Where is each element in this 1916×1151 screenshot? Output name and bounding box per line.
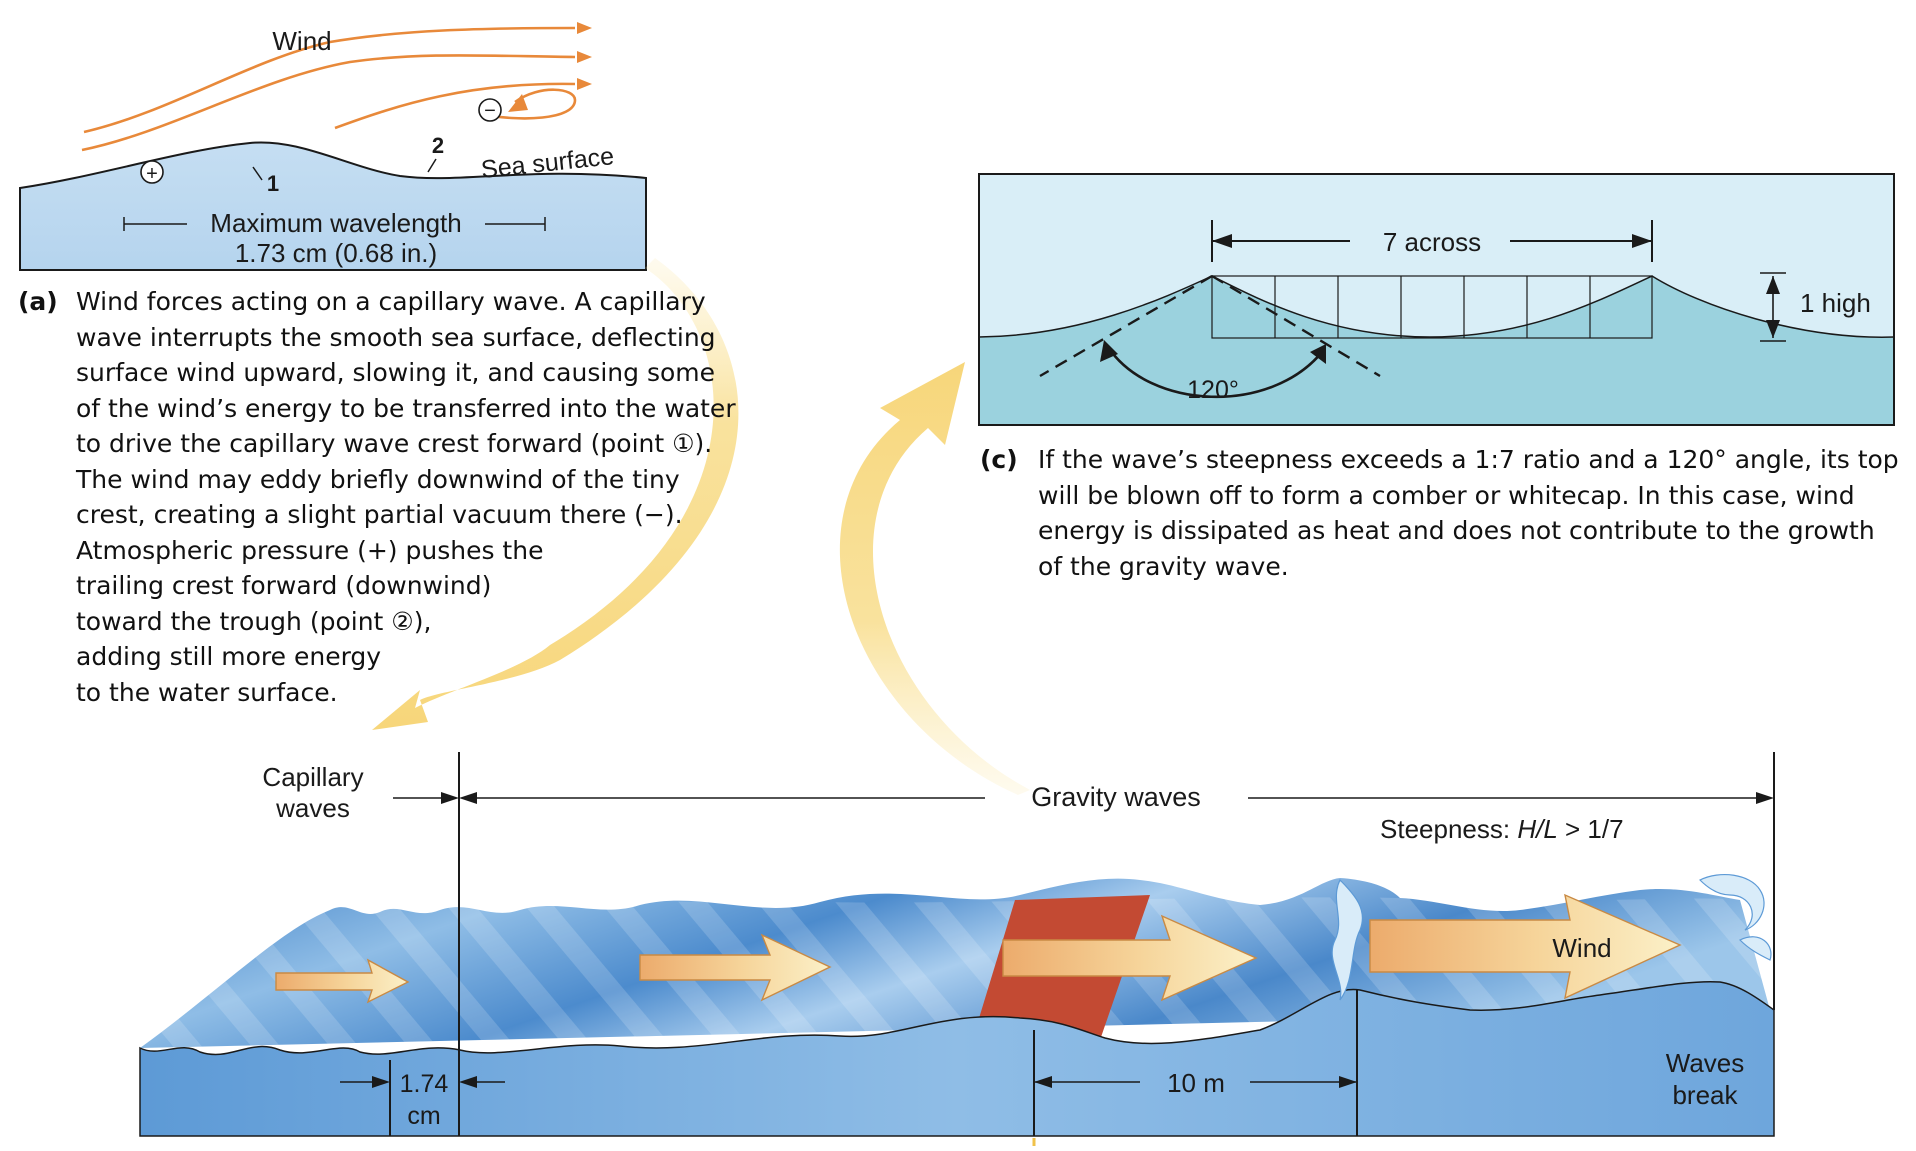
wind-streamlines — [81, 26, 577, 152]
angle-arc — [1106, 346, 1324, 399]
caption-c-line: energy is dissipated as heat and does no… — [1038, 516, 1875, 545]
large-wavelength-label: 10 m — [1167, 1068, 1225, 1098]
caption-a-tag: (a) — [18, 287, 58, 316]
point-1-label: 1 — [267, 171, 279, 196]
wind-arrow-small-icon — [275, 958, 410, 1004]
caption-a-line: of the wind’s energy to be transferred i… — [76, 393, 736, 423]
point-1-leader — [252, 166, 263, 181]
wind-arrow-medium-icon — [639, 933, 832, 1002]
across-arrow-right-icon — [1632, 234, 1652, 248]
plus-symbol: + — [146, 163, 158, 185]
caption-a-line: toward the trough (point ②), — [76, 606, 432, 636]
panel-b-wind-label: Wind — [1552, 933, 1611, 963]
panel-c-frame — [978, 173, 1895, 426]
small-wavelength-line1: 1.74 — [400, 1070, 449, 1098]
angle-arrow-left-icon — [1100, 340, 1118, 362]
panel-c-surface-line — [978, 275, 1895, 338]
wavelength-bracket — [123, 217, 546, 231]
steepness-ratio: H/L — [1517, 814, 1557, 844]
angle-lines — [1039, 274, 1381, 378]
high-label: 1 high — [1800, 288, 1871, 318]
minus-symbol: − — [484, 100, 496, 122]
wind-arrow-xlarge-icon — [1369, 893, 1682, 1000]
gravity-arrow-right-icon — [1756, 792, 1774, 804]
wave-spray — [1331, 873, 1772, 1001]
across-arrow-left-icon — [1212, 234, 1232, 248]
panel-c: 7 across 1 high 120° — [978, 173, 1895, 426]
point-2-leader — [427, 158, 437, 173]
point-2-label: 2 — [432, 133, 444, 158]
steepness-prefix: Steepness: — [1380, 814, 1517, 844]
steepness-label: Steepness: H/L > 1/7 — [1380, 814, 1624, 844]
callout-arrow-b-to-c — [839, 362, 1030, 795]
panel-c-water — [979, 276, 1894, 425]
capillary-label-line2: waves — [275, 793, 350, 823]
across-label: 7 across — [1383, 227, 1481, 257]
large-wl-arrow-right-icon — [1339, 1076, 1357, 1088]
small-wl-arrow-right-icon — [372, 1076, 390, 1088]
caption-a-line: adding still more energy — [76, 642, 382, 671]
caption-a-line: The wind may eddy briefly downwind of th… — [76, 464, 680, 494]
high-arrow-up-icon — [1766, 276, 1780, 294]
plus-icon — [140, 160, 164, 184]
panel-a-wind-label: Wind — [272, 26, 331, 56]
minus-icon — [478, 98, 502, 122]
caption-c: (c) If the wave’s steepness exceeds a 1:… — [980, 442, 1900, 592]
caption-c-line: If the wave’s steepness exceeds a 1:7 ra… — [1038, 445, 1899, 474]
caption-c-tag: (c) — [980, 445, 1018, 474]
panel-b-dividers — [389, 752, 1775, 1136]
panel-a: Wind + − 1 2 Sea surface Maximum wavelen… — [19, 22, 647, 271]
capillary-label-line1: Capillary — [262, 762, 363, 792]
angle-label: 120° — [1187, 376, 1239, 404]
caption-a-line: Wind forces acting on a capillary wave. … — [76, 287, 706, 316]
wind-arrow-large-icon — [1002, 914, 1258, 1002]
caption-a-line: crest, creating a slight partial vacuum … — [76, 500, 683, 529]
caption-c-text: If the wave’s steepness exceeds a 1:7 ra… — [1038, 442, 1899, 584]
waves-break-line1: Waves — [1666, 1048, 1745, 1078]
small-wavelength-line2: cm — [407, 1102, 440, 1130]
caption-a-line: wave interrupts the smooth sea surface, … — [76, 322, 716, 352]
capillary-arrow-icon — [441, 792, 459, 804]
sea-surface-block — [19, 141, 647, 271]
caption-a: (a) Wind forces acting on a capillary wa… — [18, 284, 736, 714]
high-arrow-down-icon — [1766, 320, 1780, 338]
steepness-suffix: > 1/7 — [1558, 814, 1624, 844]
angle-arrow-right-icon — [1310, 344, 1326, 364]
sea-front-face — [139, 980, 1775, 1137]
gravity-arrow-left-icon — [459, 792, 477, 804]
caption-a-line: surface wind upward, slowing it, and cau… — [76, 358, 716, 387]
caption-a-line: to the water surface. — [76, 677, 338, 707]
caption-a-line: Atmospheric pressure (+) pushes the — [76, 535, 544, 565]
caption-a-text: Wind forces acting on a capillary wave. … — [76, 284, 736, 710]
wavelength-value: 1.73 cm (0.68 in.) — [235, 238, 437, 268]
caption-c-line: of the gravity wave. — [1038, 551, 1289, 581]
callout-arrow-a-to-b — [372, 258, 739, 730]
gravity-label: Gravity waves — [1031, 782, 1201, 812]
waves-break-line2: break — [1672, 1080, 1738, 1110]
panel-b: Wind Capillary waves Gravity waves Steep… — [139, 752, 1775, 1146]
caption-c-line: will be blown off to form a comber or wh… — [1038, 480, 1855, 510]
wind-arrowheads — [508, 22, 592, 112]
wavelength-label: Maximum wavelength — [210, 208, 461, 238]
steepness-grid — [1211, 275, 1653, 339]
small-wl-arrow-left-icon — [459, 1076, 477, 1088]
caption-a-line: to drive the capillary wave crest forwar… — [76, 429, 713, 458]
large-wl-arrow-left-icon — [1034, 1076, 1052, 1088]
caption-a-line: trailing crest forward (downwind) — [76, 571, 492, 600]
